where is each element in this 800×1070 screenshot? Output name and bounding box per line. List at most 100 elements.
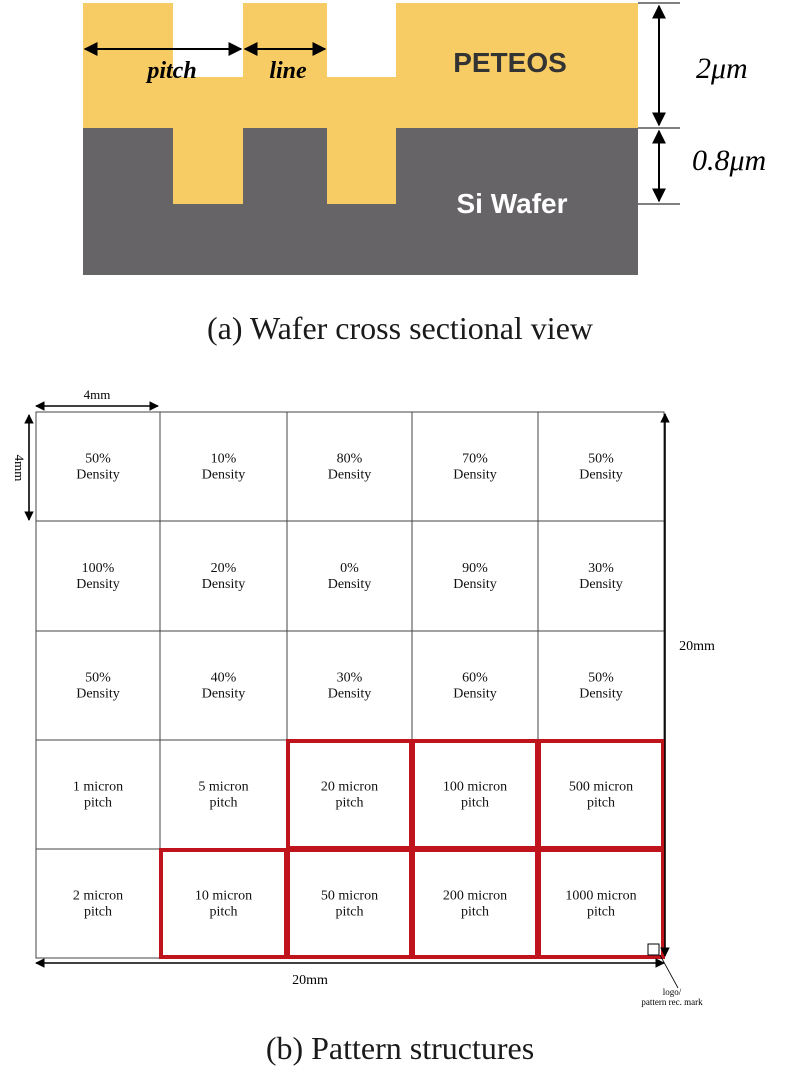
pattern-cell bbox=[411, 520, 539, 632]
cell-label-line2: Density bbox=[579, 687, 623, 702]
highlighted-cell-border bbox=[537, 739, 665, 850]
pattern-cell bbox=[537, 848, 665, 959]
pattern-cell bbox=[159, 520, 288, 632]
cell-label-line1: 500 micron bbox=[569, 780, 633, 795]
pattern-cell bbox=[411, 630, 539, 741]
cell-label-line2: pitch bbox=[461, 905, 489, 920]
logo-mark bbox=[647, 943, 660, 956]
pattern-cell bbox=[537, 739, 665, 850]
pattern-cell bbox=[159, 739, 288, 850]
cell-label-line2: Density bbox=[202, 687, 246, 702]
pattern-cell bbox=[159, 848, 288, 959]
pattern-cell bbox=[286, 411, 413, 522]
highlighted-cell-border bbox=[411, 848, 539, 959]
cell-label-line1: 50% bbox=[588, 671, 614, 686]
cell-label-line1: 200 micron bbox=[443, 889, 507, 904]
pattern-cell bbox=[35, 520, 161, 632]
si-wafer-label: Si Wafer bbox=[457, 188, 568, 219]
highlighted-cell-border bbox=[411, 739, 539, 850]
cell-label-line2: pitch bbox=[210, 905, 238, 920]
cell-label-line1: 50% bbox=[85, 671, 111, 686]
cell-label-line2: pitch bbox=[587, 905, 615, 920]
cell-label-line2: Density bbox=[453, 468, 497, 483]
cell-label-line2: pitch bbox=[84, 796, 112, 811]
cell-label-line2: pitch bbox=[210, 796, 238, 811]
logo-note-line1: logo/ bbox=[663, 987, 682, 997]
cell-label-line2: Density bbox=[579, 577, 623, 592]
cell-label-line1: 0% bbox=[340, 561, 359, 576]
highlighted-cell-border bbox=[537, 848, 665, 959]
highlighted-cell-border bbox=[286, 848, 413, 959]
pattern-cell bbox=[35, 411, 161, 522]
thickness-0p8um-label: 0.8μm bbox=[692, 144, 766, 177]
cell-label-line1: 1000 micron bbox=[565, 889, 636, 904]
cell-label-line1: 50 micron bbox=[321, 889, 378, 904]
peteos-layer bbox=[83, 3, 638, 204]
cell-label-line1: 20 micron bbox=[321, 780, 378, 795]
cell-label-line1: 30% bbox=[588, 561, 614, 576]
cell-label-line2: Density bbox=[76, 577, 120, 592]
cell-label-line1: 60% bbox=[462, 671, 488, 686]
thickness-2um-label: 2μm bbox=[696, 52, 748, 85]
peteos-label: PETEOS bbox=[453, 47, 567, 78]
cell-label-line2: Density bbox=[328, 687, 372, 702]
cell-height-label: 4mm bbox=[12, 455, 27, 482]
cell-label-line2: pitch bbox=[461, 796, 489, 811]
cell-label-line1: 100 micron bbox=[443, 780, 507, 795]
cell-label-line1: 1 micron bbox=[73, 780, 123, 795]
cell-label-line2: Density bbox=[328, 468, 372, 483]
pattern-cell bbox=[286, 520, 413, 632]
pattern-cell bbox=[537, 520, 665, 632]
pattern-cell bbox=[286, 630, 413, 741]
pattern-cell bbox=[159, 411, 288, 522]
caption-a: (a) Wafer cross sectional view bbox=[207, 310, 593, 346]
cell-label-line1: 80% bbox=[337, 452, 363, 467]
pattern-cell bbox=[35, 630, 161, 741]
cell-label-line2: pitch bbox=[587, 796, 615, 811]
cell-width-label: 4mm bbox=[84, 387, 111, 402]
pattern-cell bbox=[411, 848, 539, 959]
total-height-label: 20mm bbox=[679, 639, 715, 654]
cell-label-line1: 10 micron bbox=[195, 889, 252, 904]
caption-b: (b) Pattern structures bbox=[265, 1030, 535, 1066]
logo-note-line2: pattern rec. mark bbox=[641, 997, 703, 1007]
pitch-label: pitch bbox=[145, 58, 196, 84]
pattern-cell bbox=[411, 411, 539, 522]
pattern-structures-diagram: 50%Density10%Density80%Density70%Density… bbox=[12, 387, 715, 1007]
cell-label-line1: 40% bbox=[211, 671, 237, 686]
cell-label-line1: 50% bbox=[588, 452, 614, 467]
line-label: line bbox=[269, 58, 307, 84]
logo-leader-line bbox=[659, 954, 679, 989]
cell-label-line1: 70% bbox=[462, 452, 488, 467]
cell-label-line1: 10% bbox=[211, 452, 237, 467]
cell-label-line2: Density bbox=[453, 687, 497, 702]
pattern-cell bbox=[286, 739, 413, 850]
total-width-label: 20mm bbox=[292, 973, 328, 988]
cell-label-line1: 100% bbox=[82, 561, 115, 576]
pattern-cell bbox=[35, 739, 161, 850]
cell-label-line1: 5 micron bbox=[198, 780, 248, 795]
cell-label-line2: Density bbox=[76, 687, 120, 702]
cell-label-line1: 90% bbox=[462, 561, 488, 576]
cell-label-line2: pitch bbox=[84, 905, 112, 920]
highlighted-cell-border bbox=[286, 739, 413, 850]
pattern-cell bbox=[537, 630, 665, 741]
cell-label-line2: pitch bbox=[336, 905, 364, 920]
cell-label-line2: Density bbox=[453, 577, 497, 592]
pattern-cell bbox=[286, 848, 413, 959]
cell-label-line2: Density bbox=[202, 468, 246, 483]
pattern-cell bbox=[411, 739, 539, 850]
cell-label-line2: Density bbox=[328, 577, 372, 592]
cell-label-line2: Density bbox=[579, 468, 623, 483]
cell-label-line1: 20% bbox=[211, 561, 237, 576]
pattern-cell bbox=[35, 848, 161, 959]
cell-label-line1: 2 micron bbox=[73, 889, 123, 904]
cell-label-line2: Density bbox=[76, 468, 120, 483]
cell-label-line2: pitch bbox=[336, 796, 364, 811]
cell-label-line1: 50% bbox=[85, 452, 111, 467]
cell-label-line1: 30% bbox=[337, 671, 363, 686]
cross-section-diagram: pitch line PETEOS Si Wafer 2μm 0.8μm bbox=[83, 2, 766, 275]
pattern-cell bbox=[159, 630, 288, 741]
highlighted-cell-border bbox=[159, 848, 288, 959]
